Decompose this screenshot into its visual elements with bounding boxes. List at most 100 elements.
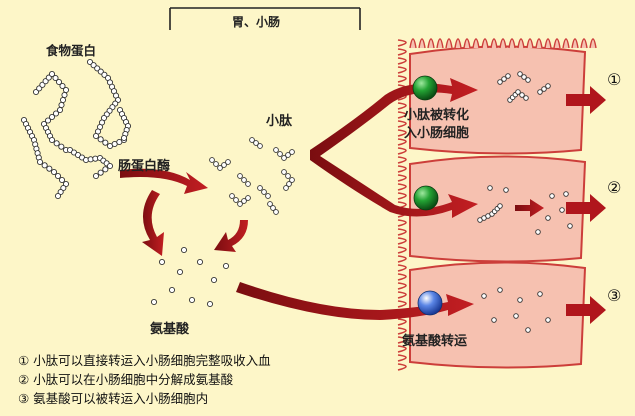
molecule-bead <box>281 155 287 161</box>
villus-fold <box>397 39 407 47</box>
molecule-bead <box>46 165 53 172</box>
villus-fold <box>397 264 407 272</box>
villus-fold <box>397 165 407 173</box>
molecule-bead <box>59 82 66 90</box>
outlet-number-2: ② <box>607 178 622 197</box>
molecule-bead <box>563 191 569 197</box>
microvillus <box>571 38 579 49</box>
peptide-transporter-1 <box>412 75 438 101</box>
molecule-bead <box>102 139 109 146</box>
outlet-number-3: ③ <box>607 286 622 305</box>
molecule-bead <box>517 71 523 77</box>
villus-fold <box>397 345 407 353</box>
molecule-bead <box>58 143 65 150</box>
protein-to-peptide-arrow <box>120 168 208 194</box>
villus-fold <box>397 291 407 299</box>
molecule-bead <box>168 286 176 294</box>
small-peptide-label: 小肽 <box>266 114 293 129</box>
microvillus <box>589 38 597 49</box>
molecule-bead <box>559 207 565 213</box>
villus-fold <box>397 327 407 335</box>
molecule-bead <box>56 106 64 114</box>
molecule-bead <box>497 203 503 209</box>
microvillus <box>409 38 417 49</box>
villus-fold <box>397 75 407 83</box>
villus-fold <box>397 246 407 254</box>
villus-fold <box>397 336 407 344</box>
microvillus <box>490 38 498 49</box>
molecule-bead <box>270 205 276 211</box>
microvillus <box>553 38 561 49</box>
molecule-bead <box>150 298 158 306</box>
microvillus <box>418 38 426 49</box>
outlet-number-1: ① <box>607 70 622 89</box>
intestinal-cell <box>409 261 587 369</box>
molecule-bead <box>261 189 267 195</box>
intestinal-protease-label: 肠蛋白酶 <box>118 159 171 174</box>
microvillus <box>508 38 516 49</box>
molecule-bead <box>106 162 114 170</box>
molecule-bead <box>545 83 551 89</box>
molecule-bead <box>513 313 519 319</box>
amino-transport-label: 氨基酸转运 <box>402 334 468 349</box>
molecule-bead <box>55 78 63 86</box>
molecule-bead <box>289 177 295 183</box>
microvillus <box>526 38 534 49</box>
molecule-bead <box>267 201 273 207</box>
molecule-bead <box>265 193 271 199</box>
food-protein-chains <box>20 58 132 200</box>
molecule-bead <box>213 161 219 167</box>
molecule-bead <box>545 317 551 323</box>
villus-fold <box>397 129 407 137</box>
molecule-bead <box>58 101 65 109</box>
peptide-transport-label-2: 入小肠细胞 <box>404 126 470 141</box>
molecule-bead <box>535 229 541 235</box>
villus-fold <box>397 219 407 227</box>
villus-fold <box>397 102 407 110</box>
molecule-bead <box>196 258 204 266</box>
molecule-bead <box>517 297 523 303</box>
amino-acid-transporter <box>417 290 443 316</box>
villus-fold <box>397 120 407 128</box>
villus-fold <box>397 48 407 56</box>
molecule-bead <box>487 185 493 191</box>
molecule-bead <box>525 77 531 83</box>
molecule-bead <box>53 140 60 147</box>
molecule-bead <box>188 296 196 304</box>
legend-item-3: ③ 氨基酸可以被转运入小肠细胞内 <box>18 391 209 406</box>
cell2-internal-arrow <box>515 199 544 217</box>
molecule-bead <box>515 89 521 95</box>
microvillus <box>454 38 462 49</box>
peptide-transporter-2 <box>413 185 439 211</box>
villus-fold <box>397 57 407 65</box>
villus-fold <box>397 147 407 155</box>
amino-transport-arrow <box>236 282 474 320</box>
villus-fold <box>397 138 407 146</box>
outlet-arrow <box>566 86 606 114</box>
villus-fold <box>397 255 407 263</box>
molecule-bead <box>48 136 56 144</box>
amino-acid-dots <box>150 246 230 308</box>
molecule-bead <box>257 185 263 191</box>
molecule-bead <box>92 132 100 140</box>
microvillus <box>481 38 489 49</box>
molecule-bead <box>241 177 247 183</box>
peptide-transport-label-1: 小肽被转化 <box>404 108 470 123</box>
molecule-bead <box>505 73 511 79</box>
microvillus <box>472 38 480 49</box>
villus-fold <box>397 354 407 362</box>
intestinal-cells <box>409 45 587 369</box>
molecule-bead <box>222 262 230 270</box>
molecule-bead <box>283 185 289 191</box>
outlet-arrows <box>566 86 606 324</box>
molecule-bead <box>44 117 52 124</box>
molecule-bead <box>54 172 62 180</box>
molecule-bead <box>245 195 251 201</box>
microvillus <box>445 38 453 49</box>
molecule-bead <box>237 201 243 207</box>
peptide-to-amino-arrow <box>214 220 248 252</box>
molecule-bead <box>241 198 247 204</box>
molecule-bead <box>245 181 251 187</box>
peptide-branch-arrow <box>310 78 478 218</box>
